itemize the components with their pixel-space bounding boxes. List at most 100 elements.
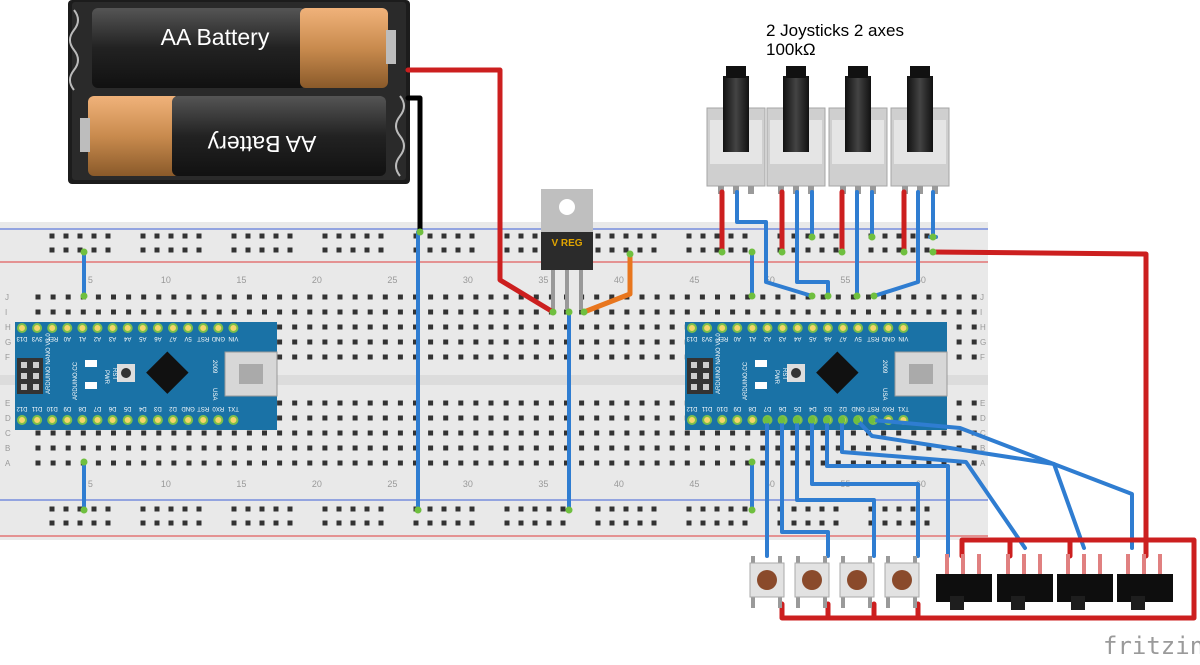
switch-pin xyxy=(1158,554,1162,574)
breadboard-hole xyxy=(413,430,418,436)
breadboard-hole xyxy=(352,339,358,345)
breadboard-hole xyxy=(609,354,615,360)
breadboard-hole xyxy=(594,354,600,360)
breadboard-hole xyxy=(367,354,373,360)
nano-pin-label: GND xyxy=(181,405,195,411)
breadboard-hole xyxy=(307,339,313,345)
breadboard-hole xyxy=(518,506,524,512)
breadboard-hole xyxy=(941,294,947,300)
breadboard-hole xyxy=(336,506,342,512)
breadboard-hole xyxy=(924,506,930,512)
breadboard-hole xyxy=(413,460,418,466)
breadboard-hole xyxy=(140,233,146,239)
breadboard-hole xyxy=(469,520,475,526)
column-number: 20 xyxy=(312,479,322,489)
breadboard-hole xyxy=(820,460,826,466)
breadboard-hole xyxy=(427,506,433,512)
led-rx xyxy=(85,382,97,389)
breadboard-hole xyxy=(292,324,298,330)
breadboard-hole xyxy=(105,520,111,526)
breadboard-hole xyxy=(413,354,418,360)
breadboard-hole xyxy=(307,354,313,360)
joystick-potentiometer xyxy=(828,66,888,194)
nano-pin-label: D6 xyxy=(778,405,786,411)
breadboard-hole xyxy=(971,324,977,330)
breadboard-hole xyxy=(745,294,751,300)
breadboard-hole xyxy=(63,520,69,526)
breadboard-hole xyxy=(140,247,146,253)
row-letter: G xyxy=(980,338,986,347)
breadboard-hole xyxy=(50,445,56,451)
breadboard-hole xyxy=(322,445,328,451)
breadboard-hole xyxy=(714,233,720,239)
breadboard-hole xyxy=(669,460,675,466)
breadboard-hole xyxy=(307,324,313,330)
breadboard-hole xyxy=(882,506,888,512)
nano-pin xyxy=(883,323,894,333)
breadboard-hole xyxy=(956,294,962,300)
breadboard-hole xyxy=(730,445,736,451)
nano-pin-label: A6 xyxy=(824,335,832,341)
breadboard-hole xyxy=(956,415,962,421)
pushbutton xyxy=(884,556,920,608)
breadboard-hole xyxy=(196,520,202,526)
breadboard-hole xyxy=(111,294,116,300)
breadboard-hole xyxy=(715,445,720,451)
breadboard-hole xyxy=(532,233,538,239)
nano-pin-label: A3 xyxy=(778,335,786,341)
breadboard-hole xyxy=(201,430,207,436)
breadboard-hole xyxy=(730,294,736,300)
breadboard-hole xyxy=(63,506,69,512)
breadboard-hole xyxy=(730,309,736,315)
breadboard-hole xyxy=(896,430,902,436)
breadboard-hole xyxy=(428,294,434,300)
breadboard-hole xyxy=(95,445,101,451)
nano-pin xyxy=(17,323,27,333)
breadboard-hole xyxy=(80,445,86,451)
breadboard-hole xyxy=(91,233,97,239)
breadboard-hole xyxy=(337,294,343,300)
wire-button4 xyxy=(810,418,920,558)
nano-pin xyxy=(168,415,178,425)
switch-pin xyxy=(961,554,965,574)
breadboard-hole xyxy=(533,430,539,436)
row-letter: E xyxy=(980,399,985,408)
breadboard-hole xyxy=(322,233,328,239)
nano-pin xyxy=(732,323,743,333)
breadboard-hole xyxy=(745,430,751,436)
breadboard-hole xyxy=(367,415,373,421)
breadboard-hole xyxy=(364,247,370,253)
breadboard-hole xyxy=(488,354,494,360)
breadboard-hole xyxy=(548,415,554,421)
breadboard-hole xyxy=(548,324,554,330)
breadboard-hole xyxy=(882,233,888,239)
nano-pin-label: TX1 xyxy=(227,405,239,411)
breadboard-hole xyxy=(609,415,615,421)
button-leg xyxy=(778,596,782,608)
nano-pin xyxy=(687,323,697,333)
breadboard-hole xyxy=(277,294,283,300)
nano-pin xyxy=(168,323,178,333)
breadboard-hole xyxy=(926,460,932,466)
breadboard-hole xyxy=(684,460,690,466)
breadboard-hole xyxy=(262,460,267,466)
breadboard-hole xyxy=(742,520,748,526)
breadboard-hole xyxy=(896,460,902,466)
breadboard-hole xyxy=(518,324,524,330)
breadboard-hole xyxy=(548,400,554,406)
breadboard-hole xyxy=(336,233,342,239)
breadboard-hole xyxy=(367,339,373,345)
nano-model-label: ARDUINO NANO V3.0 xyxy=(716,333,722,394)
icsp-pin xyxy=(691,362,697,368)
breadboard-hole xyxy=(287,247,293,253)
nano-pin-label: D12 xyxy=(686,405,698,411)
breadboard-hole xyxy=(850,430,856,436)
breadboard-hole xyxy=(760,430,766,436)
wire-endpoint xyxy=(929,233,937,241)
breadboard-hole xyxy=(186,294,192,300)
breadboard-hole xyxy=(504,506,510,512)
breadboard-hole xyxy=(231,233,237,239)
pushbuttons xyxy=(749,556,920,608)
breadboard-hole xyxy=(518,339,524,345)
